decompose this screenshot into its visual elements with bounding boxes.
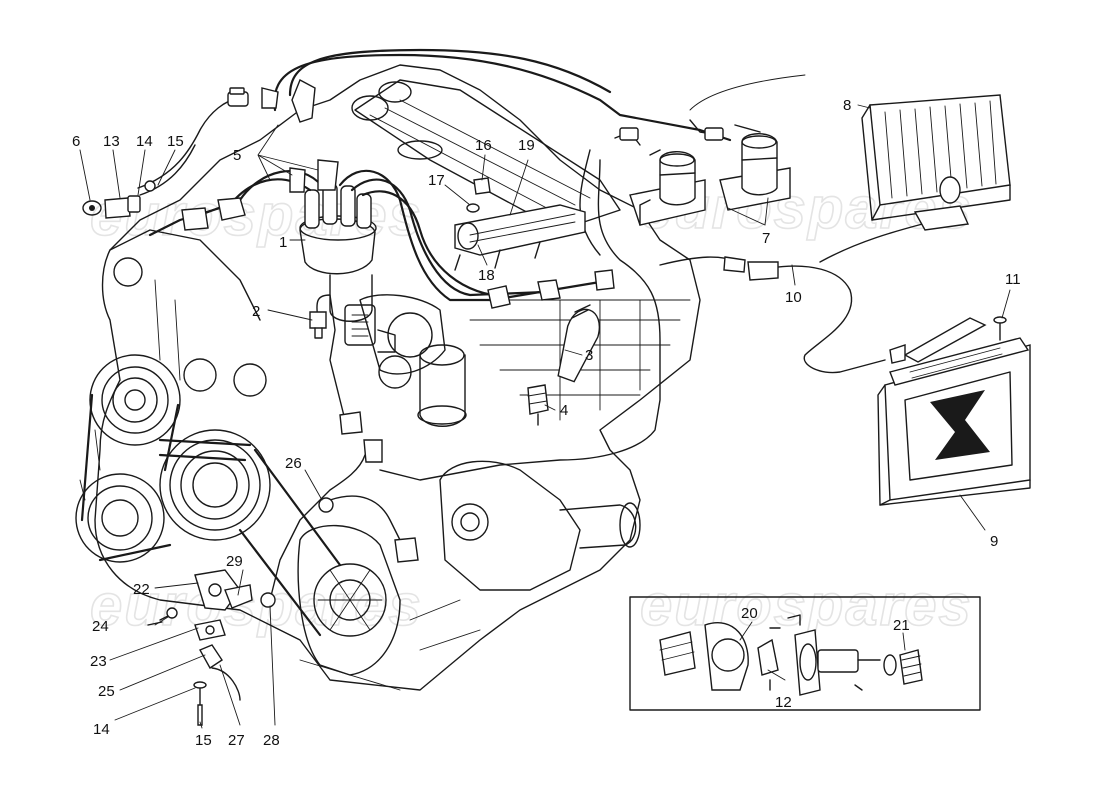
screw-11 <box>993 316 1007 341</box>
wiring-harness <box>137 48 931 601</box>
bracket-assembly <box>147 569 253 726</box>
callout-21: 21 <box>893 617 910 634</box>
pulley-belt-assembly <box>75 354 342 637</box>
callout-23: 23 <box>90 653 107 670</box>
callout-15-top: 15 <box>167 133 184 150</box>
callout-11: 11 <box>1005 271 1021 288</box>
callout-19: 19 <box>518 137 535 154</box>
callout-29: 29 <box>226 553 243 570</box>
callout-14-top: 14 <box>136 133 153 150</box>
spark-plug-and-tube <box>527 304 600 426</box>
callout-10: 10 <box>785 289 802 306</box>
ignition-coils <box>614 119 791 226</box>
callout-9: 9 <box>990 533 998 550</box>
callout-3: 3 <box>585 347 593 364</box>
callout-25: 25 <box>98 683 115 700</box>
callout-2: 2 <box>252 303 260 320</box>
ecu-9 <box>877 317 1031 506</box>
left-sensor-assembly <box>82 180 156 219</box>
callout-26: 26 <box>285 455 302 472</box>
callout-15-bottom: 15 <box>195 732 212 749</box>
leader-lines <box>79 104 1011 729</box>
callout-28: 28 <box>263 732 280 749</box>
callout-20: 20 <box>741 605 758 622</box>
distributor-detail-inset <box>629 596 981 711</box>
callout-7: 7 <box>762 230 770 247</box>
ignition-module-8 <box>861 94 1011 231</box>
callout-24: 24 <box>92 618 109 635</box>
callout-labels: 1 2 3 4 5 6 7 8 9 10 11 12 13 14 15 16 1… <box>72 97 1021 749</box>
callout-12: 12 <box>775 694 792 711</box>
callout-4: 4 <box>560 402 568 419</box>
callout-5: 5 <box>233 147 241 164</box>
callout-22: 22 <box>133 581 150 598</box>
plug-caps <box>181 79 779 608</box>
callout-27: 27 <box>228 732 245 749</box>
callout-18: 18 <box>478 267 495 284</box>
distributor <box>299 183 396 353</box>
callout-16: 16 <box>475 137 492 154</box>
sensor-2 <box>309 311 327 339</box>
callout-1: 1 <box>279 234 287 251</box>
callout-14-bottom: 14 <box>93 721 110 738</box>
callout-8: 8 <box>843 97 851 114</box>
callout-13: 13 <box>103 133 120 150</box>
watermark-bottom-left: eurospares <box>90 573 423 638</box>
watermark-bottom-right: eurospares <box>640 573 973 638</box>
callout-17: 17 <box>428 172 445 189</box>
callout-6: 6 <box>72 133 80 150</box>
fuel-rail-18-19 <box>454 177 586 271</box>
